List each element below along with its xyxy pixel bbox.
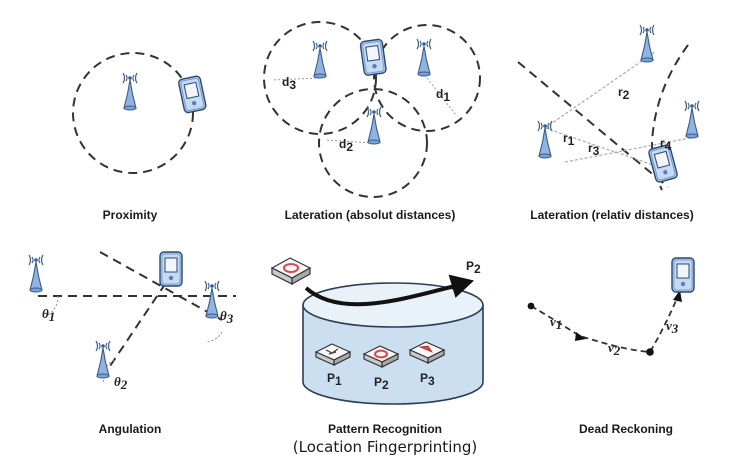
fingerprint-tile-icon (314, 343, 352, 366)
antenna-icon (95, 340, 111, 379)
fingerprint-database-top (302, 282, 484, 328)
caption-location-fingerprinting: (Location Fingerprinting) (292, 438, 478, 456)
waypoint (527, 302, 535, 310)
p3-label: P3 (420, 371, 435, 388)
antenna-icon (639, 24, 655, 63)
antenna-icon (28, 254, 44, 293)
mobile-device-icon (159, 251, 183, 287)
match-arrowhead (448, 274, 475, 298)
antenna-icon (366, 106, 382, 145)
antenna-icon (122, 72, 138, 111)
fingerprint-tile-icon (270, 257, 312, 286)
mobile-device-icon (671, 257, 695, 293)
caption-proximity: Proximity (102, 208, 158, 222)
bearing-line-3 (99, 251, 223, 321)
theta1-label: θ1 (42, 306, 55, 324)
mobile-device-icon (647, 143, 679, 184)
range-circle-3 (263, 21, 377, 135)
hyperbola-line (517, 61, 669, 188)
step-arrowhead (673, 290, 682, 302)
d3-label: d3 (282, 75, 296, 92)
angulation-panel: θ1 θ2 θ3 (28, 251, 236, 392)
mobile-device-icon (177, 74, 208, 114)
antenna-icon (684, 100, 700, 139)
antenna-icon (416, 38, 432, 77)
range-circle-1 (373, 24, 481, 132)
dead-reckoning-panel: v1 v2 v3 (527, 257, 695, 358)
lateration-relative-panel: r2 r1 r3 r4 (517, 24, 700, 191)
v3-label: v3 (666, 318, 679, 336)
caption-angulation: Angulation (98, 422, 162, 436)
antenna-icon (312, 40, 328, 79)
bearing-line-2 (101, 261, 181, 379)
caption-dead-reckoning: Dead Reckoning (578, 422, 674, 436)
arrow-p2-label: P2 (466, 259, 481, 276)
r2-label: r2 (618, 85, 630, 102)
r4-label: r4 (660, 136, 672, 153)
fingerprint-tile-icon (362, 345, 400, 368)
step-arrowhead (575, 332, 586, 341)
caption-lateration-relative: Lateration (relativ distances) (530, 208, 694, 222)
antenna-icon (537, 120, 553, 159)
p1-label: P1 (327, 371, 342, 388)
proximity-range-circle (72, 52, 194, 174)
fingerprint-tile-icon (408, 341, 446, 364)
r1-label: r1 (563, 131, 575, 148)
v2-label: v2 (608, 340, 621, 358)
lateration-absolute-panel: d3 d1 d2 (263, 21, 481, 198)
v1-label: v1 (550, 314, 562, 332)
p2-label: P2 (374, 375, 389, 392)
caption-lateration-absolute: Lateration (absolut distances) (284, 208, 456, 222)
match-arrow (304, 284, 456, 307)
mobile-device-icon (359, 38, 388, 77)
waypoint (646, 348, 654, 356)
range-circle-2 (318, 88, 428, 198)
caption-pattern-recognition: Pattern Recognition (327, 422, 443, 436)
trajectory-path (530, 295, 679, 353)
d2-label: d2 (339, 137, 353, 154)
proximity-panel (72, 52, 208, 174)
antenna-icon (204, 280, 220, 319)
theta2-label: θ2 (114, 374, 128, 392)
d1-label: d1 (436, 87, 450, 104)
r3-label: r3 (588, 141, 600, 158)
theta3-label: θ3 (220, 308, 234, 326)
pattern-recognition-panel: P2 P1 P2 P3 (270, 257, 484, 405)
